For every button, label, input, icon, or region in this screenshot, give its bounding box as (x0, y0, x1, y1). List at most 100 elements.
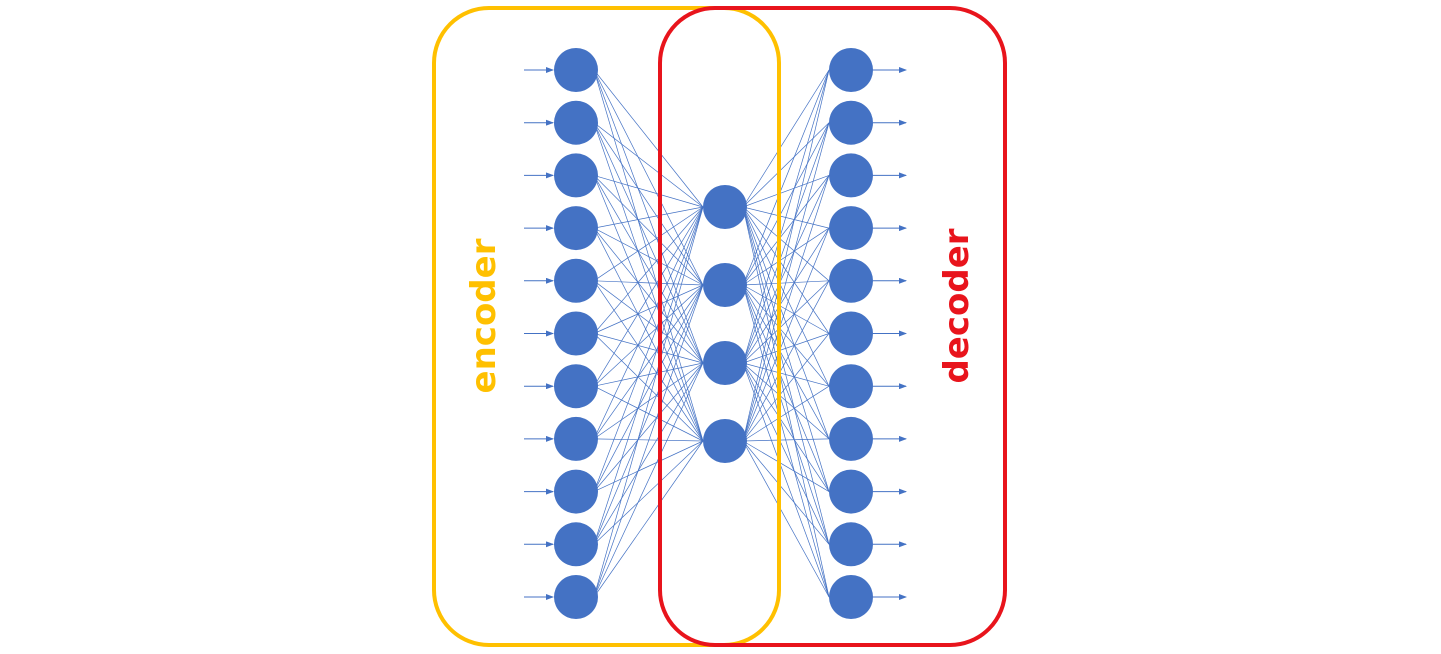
connection-line (593, 69, 704, 442)
connection-line (593, 280, 704, 364)
connection-line (742, 206, 830, 334)
connection-line (742, 69, 830, 364)
input-node (554, 522, 598, 567)
decoder-label: decoder (937, 228, 977, 383)
connection-line (742, 284, 830, 387)
output-node (829, 100, 873, 145)
connection-line (742, 284, 830, 545)
input-node (554, 206, 598, 251)
connection-line (593, 175, 704, 442)
connection-line (742, 69, 830, 208)
connection-line (593, 227, 704, 442)
connection-line (593, 122, 704, 208)
connection-line (593, 284, 704, 492)
connection-line (742, 440, 830, 598)
connection-line (593, 206, 704, 545)
connection-line (742, 69, 830, 442)
connection-line (742, 362, 830, 387)
connection-line (742, 440, 830, 492)
neuron-nodes (554, 48, 873, 619)
connection-line (742, 284, 830, 598)
output-node (829, 469, 873, 514)
output-node (829, 364, 873, 409)
connection-line (742, 280, 830, 442)
output-node (829, 575, 873, 619)
connection-line (742, 69, 830, 286)
connection-line (593, 206, 704, 334)
connection-line (593, 122, 704, 286)
connection-line (742, 175, 830, 286)
connection-line (593, 440, 704, 598)
input-node (554, 416, 598, 461)
connection-line (742, 206, 830, 598)
connection-line (742, 206, 830, 440)
output-node (829, 258, 873, 303)
input-node (554, 469, 598, 514)
connection-line (593, 175, 704, 208)
input-node (554, 153, 598, 198)
connection-line (593, 175, 704, 364)
input-node (554, 258, 598, 303)
connection-line (593, 284, 704, 598)
connection-line (593, 69, 704, 364)
input-node (554, 575, 598, 619)
connection-line (742, 227, 830, 364)
connection-line (593, 206, 704, 229)
connection-line (742, 122, 830, 364)
connection-line (593, 284, 704, 440)
connection-line (742, 385, 830, 442)
connection-line (742, 333, 830, 442)
connection-line (593, 284, 704, 545)
io-arrows (524, 67, 907, 600)
connection-line (593, 206, 704, 598)
connection-line (593, 362, 704, 545)
connection-line (742, 280, 830, 364)
connection-line (742, 206, 830, 387)
connection-line (593, 440, 704, 492)
connection-line (742, 175, 830, 442)
connection-lines (593, 69, 830, 598)
connection-line (742, 362, 830, 440)
connection-line (742, 206, 830, 545)
connection-line (742, 333, 830, 364)
connection-line (593, 227, 704, 364)
connection-line (742, 362, 830, 545)
bottleneck-node (703, 185, 747, 229)
connection-line (593, 69, 704, 286)
connection-line (742, 206, 830, 282)
connection-line (593, 362, 704, 598)
connection-line (742, 284, 830, 492)
output-node (829, 206, 873, 251)
input-node (554, 311, 598, 356)
connection-line (593, 280, 704, 442)
connection-line (742, 122, 830, 442)
input-node (554, 48, 598, 92)
connection-line (593, 69, 704, 208)
output-node (829, 311, 873, 356)
connection-line (742, 227, 830, 442)
connection-line (593, 206, 704, 387)
connection-line (742, 438, 830, 442)
connection-line (742, 175, 830, 208)
connection-line (593, 206, 704, 440)
connection-line (742, 362, 830, 598)
connection-line (593, 280, 704, 286)
connection-line (742, 206, 830, 492)
output-node (829, 48, 873, 92)
connection-line (593, 206, 704, 282)
connection-line (742, 122, 830, 286)
input-node (554, 364, 598, 409)
encoder-box (432, 6, 781, 647)
connection-line (593, 362, 704, 492)
connection-line (742, 284, 830, 440)
connection-line (593, 440, 704, 545)
connection-line (593, 122, 704, 442)
connection-line (742, 175, 830, 364)
connection-line (593, 206, 704, 492)
connection-line (593, 284, 704, 387)
connection-line (593, 385, 704, 442)
connection-line (593, 333, 704, 364)
input-node (554, 100, 598, 145)
connection-line (742, 122, 830, 208)
